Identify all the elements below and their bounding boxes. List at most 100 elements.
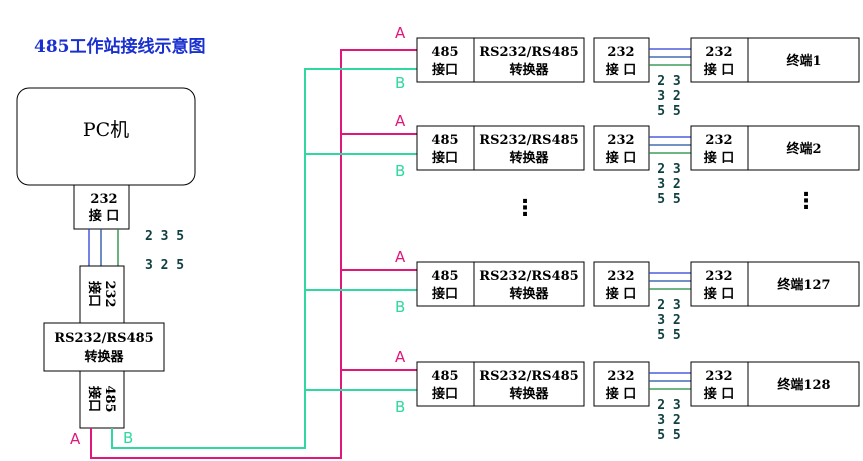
terminal-label: 终端2 — [786, 141, 821, 157]
station: A B 485 接口 RS232/RS485 转换器 232 接 口 232 接 口 终端2 2 33… — [305, 112, 860, 207]
terminal-232-port — [690, 125, 749, 171]
pc-pins-row-1: 2 3 5 — [145, 229, 184, 244]
station-232-port — [593, 37, 650, 83]
terminal-label: 终端128 — [777, 377, 830, 393]
station-b-label: B — [395, 298, 405, 316]
station-a-label: A — [395, 348, 406, 366]
station-232-port-line2: 接 口 — [606, 62, 637, 78]
station: A B 485 接口 RS232/RS485 转换器 232 接 口 232 接 口 终端1 2 33… — [395, 24, 860, 119]
terminal-box — [747, 361, 860, 407]
pc-converter-232-port — [79, 265, 125, 324]
station-232-port-line1: 232 — [607, 133, 634, 148]
station-converter-line2: 转换器 — [509, 150, 549, 166]
station-pins-row-2: 3 2 — [657, 89, 680, 104]
station-232-port-line1: 232 — [607, 269, 634, 284]
station-232-port — [593, 261, 650, 307]
station-pins-row-1: 2 3 — [657, 74, 680, 89]
station-485-port-line1: 485 — [431, 133, 458, 148]
terminal-232-port-line2: 接 口 — [704, 62, 735, 78]
pc-converter-232-port-label: 232 接口 — [86, 280, 117, 307]
station-converter-line1: RS232/RS485 — [479, 269, 578, 284]
terminal-232-port-line1: 232 — [705, 133, 732, 148]
station-a-label: A — [395, 248, 406, 266]
svg-text:接口: 接口 — [86, 386, 102, 412]
station: A B 485 接口 RS232/RS485 转换器 232 接 口 232 接 口 终端127 2 … — [305, 248, 860, 343]
station-converter-box — [473, 125, 585, 171]
terminal-232-port-line2: 接 口 — [704, 286, 735, 302]
pc-485-port — [79, 370, 125, 429]
terminal-232-port-line1: 232 — [705, 269, 732, 284]
station-pins-row-2: 3 2 — [657, 313, 680, 328]
station-converter-box — [473, 37, 585, 83]
station-converter-box — [473, 261, 585, 307]
pc-232-port — [73, 184, 130, 230]
station-485-port-line1: 485 — [431, 45, 458, 60]
pc-label: PC机 — [83, 119, 129, 141]
pc-line-b-label: B — [123, 429, 133, 447]
pc-232-port-line2: 接 口 — [89, 208, 120, 224]
station-converter-line2: 转换器 — [509, 62, 549, 78]
terminal-label: 终端127 — [777, 277, 830, 293]
station-485-port-line1: 485 — [431, 269, 458, 284]
station-485-port-line2: 接口 — [432, 62, 458, 78]
ellipsis-converters: ⋮ — [514, 196, 536, 221]
station-485-port — [416, 261, 475, 307]
pc-485-port-label: 485 接口 — [86, 385, 117, 412]
terminal-232-port-line2: 接 口 — [704, 150, 735, 166]
svg-text:接口: 接口 — [86, 281, 102, 307]
terminal-232-port-line2: 接 口 — [704, 386, 735, 402]
station-pins-row-2: 3 2 — [657, 413, 680, 428]
station-converter-box — [473, 361, 585, 407]
station-232-port — [593, 125, 650, 171]
terminal-232-port-line1: 232 — [705, 45, 732, 60]
terminal-box — [747, 125, 860, 171]
pc-line-a-label: A — [70, 430, 81, 448]
station-converter-line1: RS232/RS485 — [479, 45, 578, 60]
svg-text:232: 232 — [102, 280, 117, 307]
station-a-label: A — [395, 112, 406, 130]
station-pins-row-1: 2 3 — [657, 298, 680, 313]
station-485-port-line2: 接口 — [432, 286, 458, 302]
station-485-port-line2: 接口 — [432, 386, 458, 402]
terminal-232-port-line1: 232 — [705, 369, 732, 384]
station-485-port-line2: 接口 — [432, 150, 458, 166]
station-b-label: B — [395, 74, 405, 92]
station-232-port — [593, 361, 650, 407]
station-converter-line2: 转换器 — [509, 286, 549, 302]
station-485-port-line1: 485 — [431, 369, 458, 384]
terminal-box — [747, 37, 860, 83]
station-232-port-line2: 接 口 — [606, 386, 637, 402]
station-b-label: B — [395, 398, 405, 416]
station-232-port-line2: 接 口 — [606, 286, 637, 302]
station-pins-row-1: 2 3 — [657, 162, 680, 177]
station-232-port-line2: 接 口 — [606, 150, 637, 166]
bus-line-b — [111, 68, 417, 449]
bus-line-a — [90, 49, 417, 459]
station-485-port — [416, 125, 475, 171]
ellipsis-terminals: ⋮ — [795, 189, 817, 214]
station-pins-row-3: 5 5 — [657, 104, 680, 119]
station-pins-row-3: 5 5 — [657, 428, 680, 443]
station-pins-row-3: 5 5 — [657, 192, 680, 207]
diagram-title: 485工作站接线示意图 — [34, 36, 206, 57]
station-pins-row-1: 2 3 — [657, 398, 680, 413]
pc-converter-box — [43, 322, 165, 372]
pc-converter-line2: 转换器 — [84, 349, 124, 365]
station-pins-row-2: 3 2 — [657, 177, 680, 192]
station-pins-row-3: 5 5 — [657, 328, 680, 343]
terminal-label: 终端1 — [786, 53, 821, 69]
station-converter-line1: RS232/RS485 — [479, 369, 578, 384]
station-232-port-line1: 232 — [607, 45, 634, 60]
terminal-232-port — [690, 361, 749, 407]
station-b-label: B — [395, 162, 405, 180]
station-a-label: A — [395, 24, 406, 42]
pc-232-port-line1: 232 — [90, 192, 117, 207]
terminal-box — [747, 261, 860, 307]
pc-pins-row-2: 3 2 5 — [145, 258, 184, 273]
svg-text:485: 485 — [102, 385, 117, 412]
station-converter-line1: RS232/RS485 — [479, 133, 578, 148]
pc-converter-line1: RS232/RS485 — [54, 331, 153, 346]
